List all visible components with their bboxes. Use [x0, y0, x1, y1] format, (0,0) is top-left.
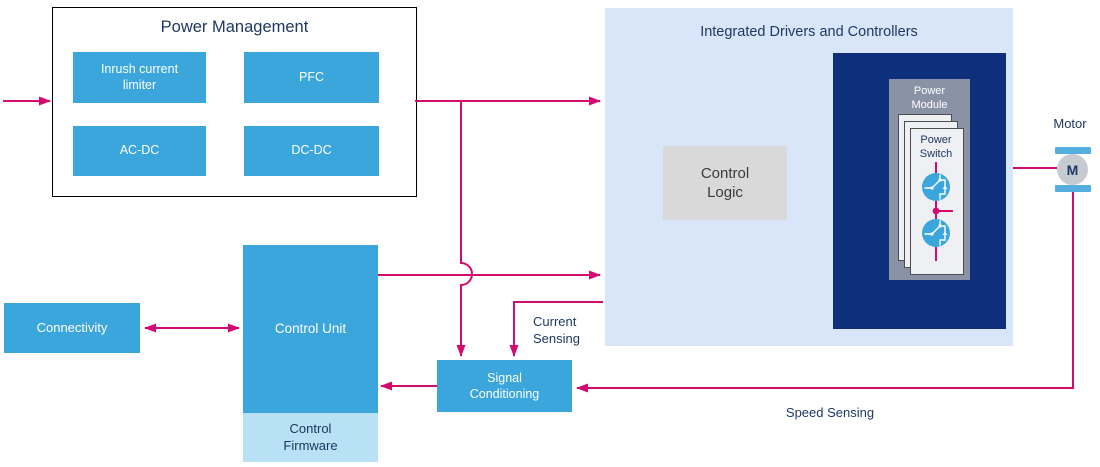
block-control-logic: Control Logic: [663, 146, 787, 220]
current-sensing-label: Current Sensing: [533, 314, 580, 346]
block-pfc: PFC: [244, 52, 379, 103]
block-label: DC-DC: [291, 143, 332, 158]
motor-mount-top: [1055, 147, 1091, 154]
block-label: Inrush current limiter: [100, 61, 179, 92]
block-connectivity: Connectivity: [4, 303, 140, 353]
block-signal-conditioning: Signal Conditioning: [437, 360, 572, 412]
block-label: PFC: [299, 69, 324, 84]
block-inrush-current-limiter: Inrush current limiter: [73, 52, 206, 103]
motor-label: Motor: [1053, 116, 1087, 131]
motor-icon: M: [1057, 154, 1088, 185]
block-ac-dc: AC-DC: [73, 126, 206, 176]
motor-mount-bottom: [1055, 185, 1091, 192]
speed-sensing-label: Speed Sensing: [785, 405, 875, 420]
block-label: Control Logic: [700, 164, 750, 202]
block-label: Control Firmware: [283, 420, 338, 453]
block-dc-dc: DC-DC: [244, 126, 379, 176]
block-control-firmware: Control Firmware: [243, 413, 378, 462]
arrow-power-to-signal-conditioning: [456, 101, 473, 357]
block-label: AC-DC: [119, 143, 160, 158]
power-module-label: Power Module: [911, 85, 948, 111]
power-switch-label: Power Switch: [919, 134, 953, 160]
block-label: Connectivity: [36, 319, 108, 335]
power-management-title: Power Management: [160, 18, 309, 36]
integrated-drivers-title: Integrated Drivers and Controllers: [700, 24, 918, 40]
block-label: Signal Conditioning: [469, 370, 540, 401]
block-label: Control Unit: [274, 320, 347, 336]
block-control-unit: Control Unit: [243, 245, 378, 413]
